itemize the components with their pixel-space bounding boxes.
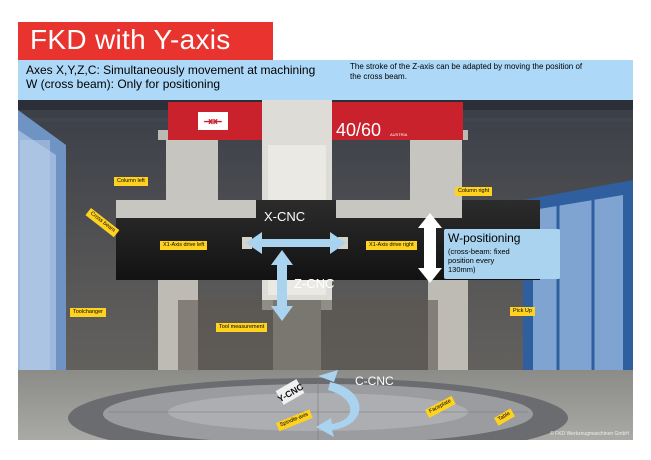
label-column-left: Column left bbox=[114, 177, 148, 186]
machine-sign-sub: AUSTRIA bbox=[390, 132, 408, 137]
svg-text:⇥⇤: ⇥⇤ bbox=[204, 116, 222, 128]
c-cnc-label: C-CNC bbox=[355, 374, 394, 388]
stroke-note-line2: the cross beam. bbox=[350, 72, 407, 81]
label-pick-up: Pick Up bbox=[510, 307, 535, 316]
axes-info-line: Axes X,Y,Z,C: Simultaneously movement at… bbox=[26, 63, 316, 77]
x-axis-arrow bbox=[246, 232, 346, 254]
copyright-text: © FKD Werkzeugmaschinen GmbH bbox=[550, 431, 629, 437]
z-axis-arrow bbox=[271, 250, 293, 321]
stroke-note-line1: The stroke of the Z-axis can be adapted … bbox=[350, 62, 583, 71]
z-cnc-label: Z-CNC bbox=[294, 276, 335, 291]
title-bar: FKD with Y-axis bbox=[18, 22, 273, 60]
label-x1-drive-left: X1-Axis drive left bbox=[160, 241, 208, 250]
w-axis-arrow bbox=[418, 213, 442, 283]
w-positioning-title: W-positioning bbox=[448, 231, 521, 245]
w-positioning-desc-3: 130mm) bbox=[448, 265, 476, 274]
info-panel: Axes X,Y,Z,C: Simultaneously movement at… bbox=[18, 60, 633, 102]
x-cnc-label: X-CNC bbox=[264, 209, 306, 224]
machine-photo: ⇥⇤ 40/60 AUSTRIA bbox=[18, 100, 633, 440]
w-positioning-box: W-positioning (cross-beam: fixed positio… bbox=[444, 229, 560, 279]
machine-sign: 40/60 bbox=[336, 120, 381, 140]
w-positioning-desc-1: (cross-beam: fixed bbox=[448, 247, 510, 256]
label-tool-measurement: Tool measurement bbox=[216, 323, 268, 332]
label-toolchanger: Toolchanger bbox=[70, 308, 106, 317]
label-column-right: Column right bbox=[455, 187, 493, 196]
crossbeam-info-line: W (cross beam): Only for positioning bbox=[26, 77, 221, 91]
w-positioning-desc-2: position every bbox=[448, 256, 495, 265]
slide-title: FKD with Y-axis bbox=[30, 24, 231, 55]
label-x1-drive-right: X1-Axis drive right bbox=[366, 241, 417, 250]
c-axis-arrow bbox=[316, 382, 360, 437]
